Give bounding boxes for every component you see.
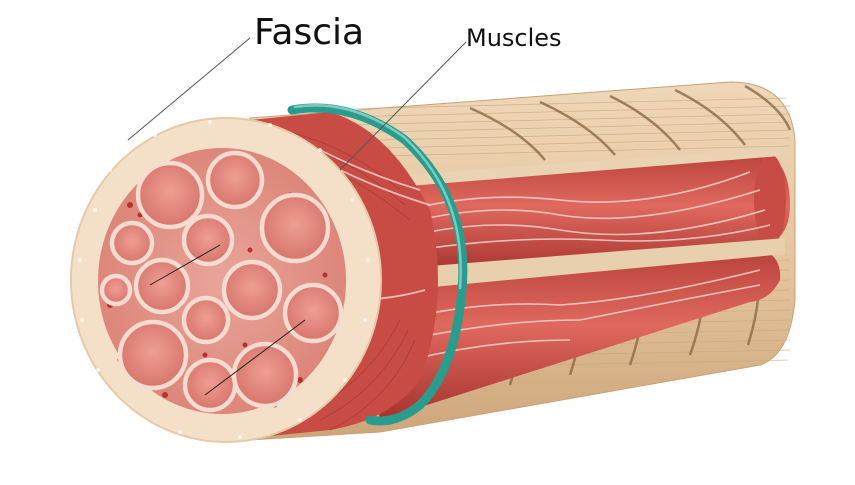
muscles-leader-line	[339, 41, 467, 171]
fascicles	[99, 150, 344, 413]
fascicle	[231, 341, 299, 409]
fascicle	[99, 273, 133, 307]
fascicle	[182, 357, 238, 413]
fascicle	[181, 295, 231, 345]
fascicle	[109, 220, 155, 266]
fascicle	[133, 257, 191, 315]
fascia-cross-section	[70, 117, 382, 443]
fascicle	[259, 192, 331, 264]
fascicle-pointer-line-1	[149, 244, 221, 286]
fascicle	[221, 259, 283, 321]
fascicle-pointer-line-2	[204, 319, 306, 396]
muscle-bundle-end	[754, 154, 786, 246]
fascicle	[135, 160, 205, 230]
fascicle	[181, 213, 235, 267]
fascia-label: Fascia	[254, 12, 365, 53]
fascicle	[117, 319, 189, 391]
tan-separator-upper	[360, 148, 780, 190]
tan-separator-lower	[380, 238, 785, 292]
teal-band-highlight	[293, 104, 462, 290]
muscle-fiber-lines	[379, 171, 771, 361]
fascia-leader-line	[127, 37, 251, 141]
fascicle	[205, 150, 265, 210]
fascicle	[282, 282, 344, 344]
fascia-speckles	[78, 120, 370, 439]
muscles-label: Muscles	[466, 24, 562, 52]
teal-band	[287, 103, 468, 426]
